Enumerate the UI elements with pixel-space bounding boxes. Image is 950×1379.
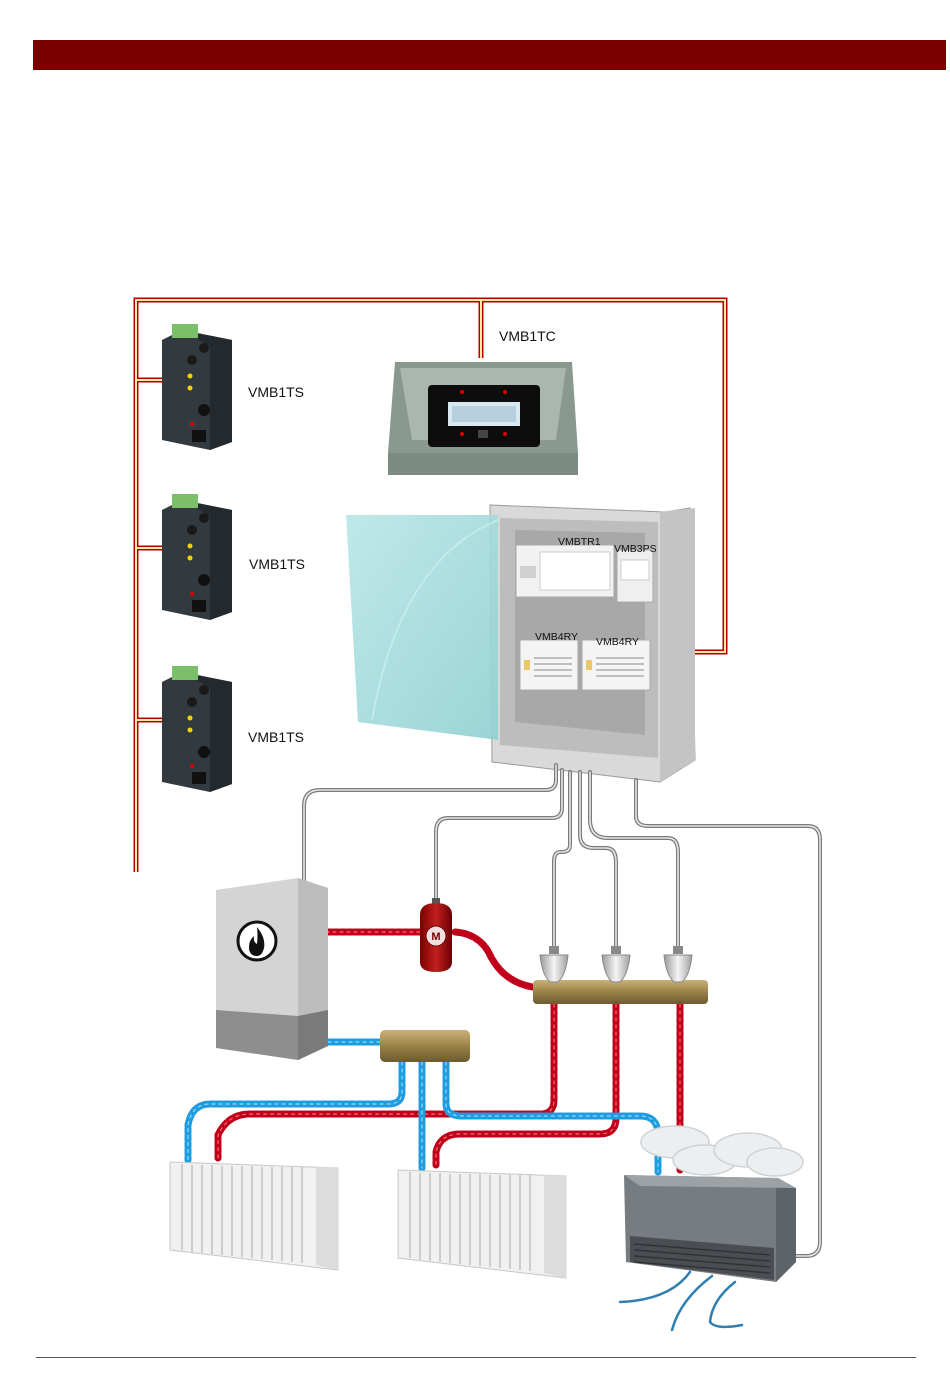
radiator-1 bbox=[170, 1162, 338, 1270]
boiler bbox=[216, 878, 328, 1060]
fan-convector bbox=[624, 1175, 796, 1282]
temperature-sensor-3 bbox=[162, 666, 232, 792]
motor-valve-label: M bbox=[431, 931, 440, 943]
thermostat-label: VMB1TC bbox=[499, 328, 556, 344]
temperature-sensor-2 bbox=[162, 494, 232, 620]
module-label-ps: VMB3PS bbox=[614, 543, 657, 555]
thermal-actuator-2 bbox=[602, 946, 630, 982]
module-label-ry-2: VMB4RY bbox=[596, 636, 639, 648]
footer-rule bbox=[36, 1357, 916, 1358]
sensor-label-1: VMB1TS bbox=[248, 384, 304, 400]
thermostat-panel bbox=[388, 362, 578, 475]
supply-manifold bbox=[533, 980, 708, 1004]
return-manifold bbox=[380, 1030, 470, 1062]
temperature-sensor-1 bbox=[162, 324, 232, 450]
airflow-icon bbox=[620, 1272, 742, 1330]
sensor-label-2: VMB1TS bbox=[249, 556, 305, 572]
cabinet-door bbox=[346, 515, 498, 740]
module-label-tr: VMBTR1 bbox=[558, 536, 601, 548]
sensor-label-3: VMB1TS bbox=[248, 729, 304, 745]
thermal-actuator-1 bbox=[540, 946, 568, 982]
radiator-2 bbox=[398, 1170, 566, 1278]
flame-icon bbox=[238, 922, 276, 960]
module-label-ry-1: VMB4RY bbox=[535, 631, 578, 643]
thermal-actuator-3 bbox=[664, 946, 692, 982]
steam-cloud-icon bbox=[641, 1126, 803, 1176]
